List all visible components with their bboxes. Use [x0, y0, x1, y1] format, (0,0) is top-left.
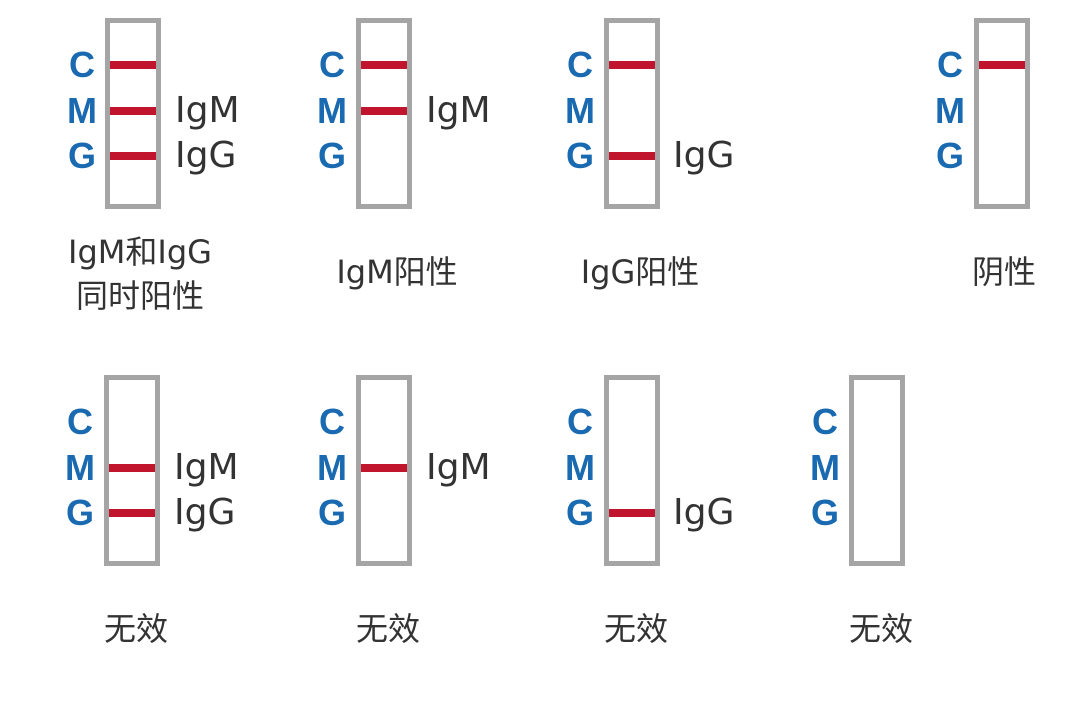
test-strip — [104, 375, 160, 566]
test-strip — [849, 375, 905, 566]
letter-c: C — [319, 401, 345, 442]
letter-g: G — [317, 135, 346, 176]
control-band — [361, 61, 407, 69]
caption-line-1: 无效 — [355, 610, 420, 648]
igg-band — [110, 152, 156, 160]
test-strip — [356, 375, 412, 566]
panel-igm-igg-positive: C M G IgM IgG IgM和IgG 同时阳性 — [60, 18, 320, 348]
caption-line-1: 无效 — [603, 610, 668, 648]
letter-c: C — [67, 401, 93, 442]
panel-invalid-igg: C M G IgG 无效 — [560, 375, 820, 705]
caption-line-1: 阴性 — [971, 253, 1036, 291]
igg-label: IgG — [175, 135, 237, 176]
igm-label: IgM — [175, 90, 240, 131]
letter-g: G — [565, 135, 594, 176]
letter-g: G — [317, 492, 346, 533]
letter-c: C — [812, 401, 838, 442]
caption-line-1: 无效 — [103, 610, 168, 648]
igm-label: IgM — [174, 447, 239, 488]
igm-label: IgM — [426, 90, 491, 131]
igm-band — [361, 107, 407, 115]
letter-g: G — [935, 135, 964, 176]
igg-band — [109, 509, 155, 517]
test-strip — [604, 375, 660, 566]
panel-negative: C M G 阴性 — [930, 18, 1060, 348]
panel-igm-positive: C M G IgM IgM阳性 — [312, 18, 572, 348]
caption-line-1: IgM阳性 — [336, 253, 458, 291]
letter-g: G — [65, 492, 94, 533]
test-strip — [356, 18, 412, 209]
igg-band — [609, 509, 655, 517]
test-strip — [604, 18, 660, 209]
panel-igg-positive: C M G IgG IgG阳性 — [560, 18, 820, 348]
test-strip — [105, 18, 161, 209]
letter-c: C — [567, 44, 593, 85]
panel-invalid-igm: C M G IgM 无效 — [312, 375, 572, 705]
letter-m: M — [67, 90, 97, 131]
letter-m: M — [65, 447, 95, 488]
letter-c: C — [319, 44, 345, 85]
igg-label: IgG — [673, 492, 735, 533]
igm-label: IgM — [426, 447, 491, 488]
letter-m: M — [565, 90, 595, 131]
caption-line-1: IgM和IgG — [68, 233, 212, 271]
panel-invalid-igm-igg: C M G IgM IgG 无效 — [60, 375, 320, 705]
letter-m: M — [935, 90, 965, 131]
antibody-test-result-diagram: C M G IgM IgG IgM和IgG 同时阳性 C M G IgM IgM… — [60, 18, 1060, 648]
caption-line-1: 无效 — [848, 610, 913, 648]
letter-c: C — [69, 44, 95, 85]
letter-g: G — [565, 492, 594, 533]
letter-g: G — [67, 135, 96, 176]
letter-c: C — [567, 401, 593, 442]
panel-invalid-blank: C M G 无效 — [805, 375, 955, 705]
test-strip — [974, 18, 1030, 209]
letter-g: G — [810, 492, 839, 533]
control-band — [979, 61, 1025, 69]
igm-band — [361, 464, 407, 472]
igg-label: IgG — [174, 492, 236, 533]
igg-band — [609, 152, 655, 160]
control-band — [110, 61, 156, 69]
letter-c: C — [937, 44, 963, 85]
igm-band — [110, 107, 156, 115]
igm-band — [109, 464, 155, 472]
caption-line-1: IgG阳性 — [580, 253, 700, 291]
letter-m: M — [810, 447, 840, 488]
letter-m: M — [565, 447, 595, 488]
control-band — [609, 61, 655, 69]
letter-m: M — [317, 447, 347, 488]
igg-label: IgG — [673, 135, 735, 176]
letter-m: M — [317, 90, 347, 131]
caption-line-2: 同时阳性 — [75, 277, 204, 315]
